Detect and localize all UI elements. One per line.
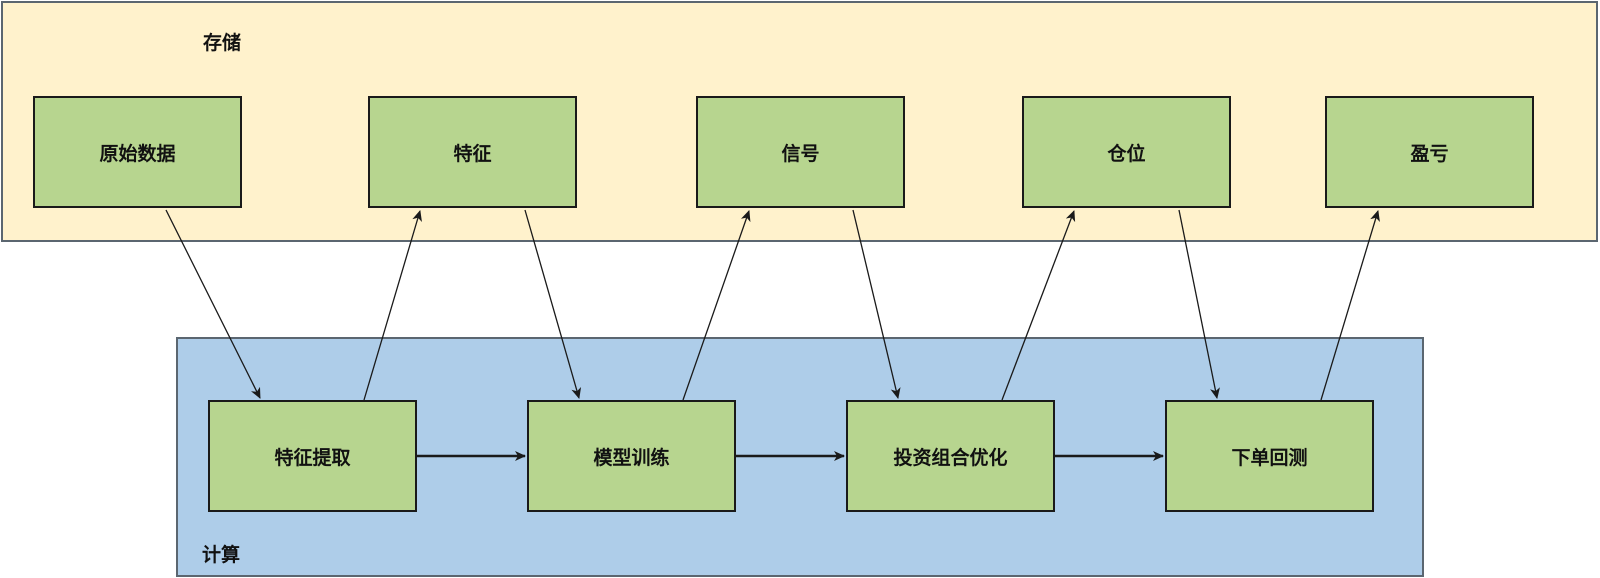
node-raw-data: 原始数据 <box>33 96 242 208</box>
storage-group-label: 存储 <box>203 32 242 54</box>
node-pnl: 盈亏 <box>1325 96 1534 208</box>
node-portfolio-optimization: 投资组合优化 <box>846 400 1055 512</box>
node-position: 仓位 <box>1022 96 1231 208</box>
compute-group-label: 计算 <box>202 544 241 566</box>
node-model-training: 模型训练 <box>527 400 736 512</box>
node-feature: 特征 <box>368 96 577 208</box>
node-order-backtest: 下单回测 <box>1165 400 1374 512</box>
node-feature-extraction: 特征提取 <box>208 400 417 512</box>
node-signal: 信号 <box>696 96 905 208</box>
